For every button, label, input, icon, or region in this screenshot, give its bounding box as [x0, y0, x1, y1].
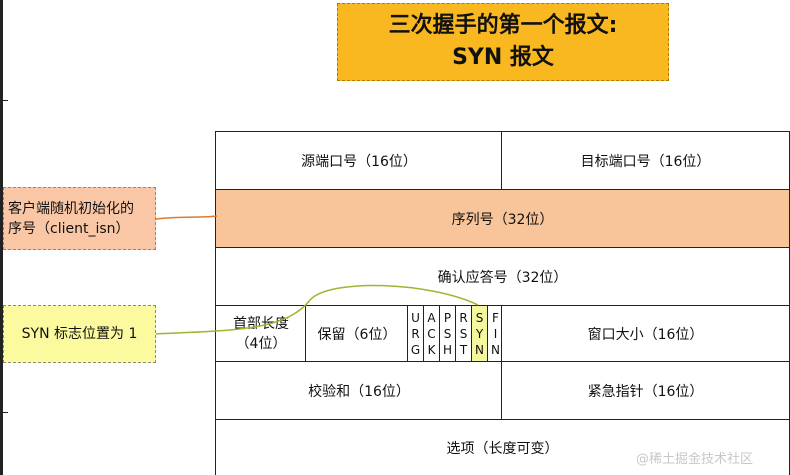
left-edge-line — [0, 0, 3, 475]
flag-letter: S — [459, 327, 468, 341]
flag-letter: N — [491, 343, 500, 357]
diagram-title: 三次握手的第一个报文: SYN 报文 — [337, 3, 669, 81]
flag-letter: H — [442, 343, 453, 357]
connector-client-isn — [155, 215, 218, 220]
flag-letter: A — [427, 311, 436, 325]
flag-letter: U — [411, 311, 420, 325]
note-client-isn-line-2: 序号（client_isn） — [8, 220, 130, 237]
field-sequence-number: 序列号（32位） — [215, 189, 790, 249]
note-client-isn-line-1: 客户端随机初始化的 — [8, 200, 134, 217]
flag-letter: Y — [475, 327, 484, 341]
note-syn-flag: SYN 标志位置为 1 — [3, 305, 156, 363]
field-destination-port: 目标端口号（16位） — [501, 131, 790, 191]
flag-letter: G — [410, 343, 421, 357]
field-ack-number: 确认应答号（32位） — [215, 247, 790, 307]
field-source-port: 源端口号（16位） — [215, 131, 503, 191]
edge-tick — [0, 412, 8, 413]
field-reserved: 保留（6位） — [305, 305, 409, 363]
field-checksum: 校验和（16位） — [215, 361, 503, 421]
flag-letter: N — [475, 343, 484, 357]
flag-letter: S — [443, 327, 452, 341]
header-length-label: 首部长度 — [233, 316, 289, 332]
field-urgent-pointer: 紧急指针（16位） — [501, 361, 790, 421]
flag-letter: I — [493, 327, 498, 341]
watermark: @稀土掘金技术社区 — [636, 452, 754, 467]
flag-letter: T — [459, 343, 468, 357]
header-length-bits: （4位） — [235, 336, 287, 352]
flag-letter: S — [475, 311, 484, 325]
flag-letter: F — [492, 311, 499, 325]
title-line-2: SYN 报文 — [452, 45, 554, 70]
flag-letter: K — [427, 343, 436, 357]
field-header-length: 首部长度 （4位） — [215, 305, 307, 363]
flag-letter: R — [459, 311, 468, 325]
flag-letter: P — [443, 311, 452, 325]
title-line-1: 三次握手的第一个报文: — [388, 13, 618, 38]
field-window-size: 窗口大小（16位） — [501, 305, 790, 363]
note-client-isn: 客户端随机初始化的 序号（client_isn） — [3, 187, 156, 250]
flag-letter: C — [427, 327, 436, 341]
flag-letter: R — [411, 327, 420, 341]
field-options: 选项（长度可变） — [215, 419, 790, 475]
edge-tick — [0, 100, 8, 101]
